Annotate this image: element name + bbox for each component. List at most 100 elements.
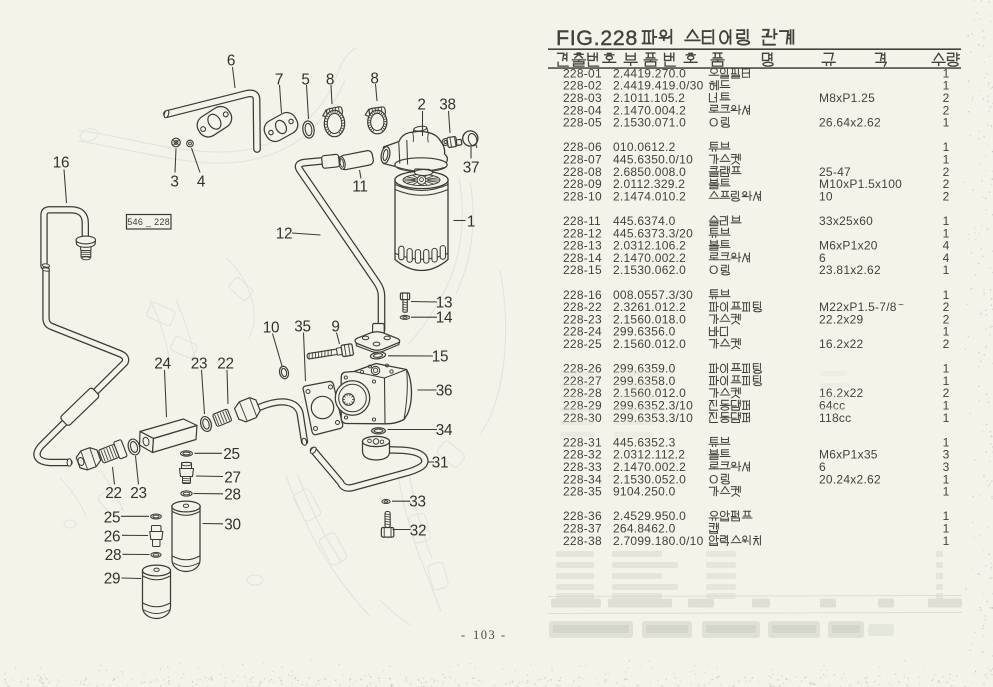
svg-text:25-47: 25-47 [819, 165, 851, 179]
svg-text:13: 13 [436, 294, 453, 311]
svg-text:1: 1 [943, 66, 950, 80]
svg-text:O: O [709, 116, 719, 130]
svg-text:1: 1 [943, 214, 950, 228]
svg-text:25: 25 [104, 509, 121, 526]
svg-text:1: 1 [943, 485, 950, 499]
svg-text:M8xP1.25: M8xP1.25 [819, 91, 875, 105]
svg-text:2.0112.329.2: 2.0112.329.2 [613, 177, 685, 191]
svg-text:28: 28 [224, 486, 241, 503]
svg-text:228-35: 228-35 [563, 485, 602, 499]
svg-text:1: 1 [943, 140, 950, 154]
svg-text:2.1560.018.0: 2.1560.018.0 [613, 312, 686, 326]
svg-text:2: 2 [417, 96, 425, 113]
svg-text:2.3261.012.2: 2.3261.012.2 [613, 300, 686, 314]
svg-text:8: 8 [370, 70, 378, 87]
svg-text:28: 28 [105, 547, 122, 564]
svg-text:228-07: 228-07 [563, 153, 602, 167]
svg-text:228-32: 228-32 [563, 448, 602, 462]
svg-text:15: 15 [432, 348, 449, 365]
svg-text:10: 10 [263, 319, 280, 336]
svg-text:228-13: 228-13 [563, 239, 602, 253]
svg-text:228-34: 228-34 [563, 472, 602, 486]
svg-text:2.1530.052.0: 2.1530.052.0 [613, 472, 686, 486]
svg-text:228-14: 228-14 [563, 251, 602, 265]
svg-text:4: 4 [197, 173, 206, 190]
svg-text:445.6350.0/10: 445.6350.0/10 [613, 153, 693, 167]
svg-text:2: 2 [943, 177, 950, 191]
svg-text:1: 1 [943, 263, 950, 277]
svg-text:36: 36 [436, 382, 453, 399]
svg-text:M6xP1x20: M6xP1x20 [819, 239, 878, 253]
svg-text:1: 1 [943, 435, 950, 449]
svg-text:O: O [709, 263, 719, 277]
svg-text:228-04: 228-04 [563, 103, 602, 117]
svg-text:FIG.228: FIG.228 [556, 26, 638, 50]
svg-text:3: 3 [943, 448, 950, 462]
svg-text:2.4529.950.0: 2.4529.950.0 [613, 509, 686, 523]
svg-text:2.0312.106.2: 2.0312.106.2 [613, 239, 686, 253]
svg-text:14: 14 [436, 309, 453, 326]
svg-text:26.64x2.62: 26.64x2.62 [819, 116, 881, 130]
svg-text:2.1560.012.0: 2.1560.012.0 [613, 337, 686, 351]
svg-text:9104.250.0: 9104.250.0 [613, 485, 676, 499]
svg-text:228-09: 228-09 [563, 177, 602, 191]
svg-text:1: 1 [943, 79, 950, 93]
svg-text:26: 26 [104, 528, 121, 545]
svg-text:37: 37 [463, 159, 480, 176]
svg-text:16.2x22: 16.2x22 [819, 337, 864, 351]
svg-text:12: 12 [276, 225, 293, 242]
svg-text:228-08: 228-08 [563, 165, 602, 179]
svg-text:23: 23 [130, 485, 147, 502]
svg-text:1: 1 [943, 226, 950, 240]
svg-text:1: 1 [943, 472, 950, 486]
svg-text:2: 2 [943, 337, 950, 351]
svg-text:4: 4 [943, 251, 950, 265]
svg-text:2: 2 [943, 91, 950, 105]
svg-text:228-31: 228-31 [563, 435, 602, 449]
svg-text:22.2x29: 22.2x29 [819, 312, 864, 326]
svg-text:228-06: 228-06 [563, 140, 602, 154]
svg-text:16: 16 [53, 154, 70, 171]
svg-text:-: - [461, 628, 465, 642]
svg-text:1: 1 [943, 534, 950, 548]
svg-text:228-11: 228-11 [563, 214, 601, 228]
svg-text:228-10: 228-10 [563, 189, 602, 203]
svg-text:11: 11 [352, 178, 367, 195]
svg-text:228-24: 228-24 [563, 325, 602, 339]
svg-text:228-05: 228-05 [563, 116, 602, 130]
svg-text:299.6356.0: 299.6356.0 [613, 325, 676, 339]
svg-text:2.7099.180.0/10: 2.7099.180.0/10 [613, 534, 704, 548]
svg-text:228-12: 228-12 [563, 226, 602, 240]
svg-text:~: ~ [898, 300, 904, 311]
svg-text:1: 1 [943, 399, 950, 413]
svg-text:008.0557.3/30: 008.0557.3/30 [613, 288, 693, 302]
svg-text:3: 3 [170, 173, 178, 190]
svg-text:6: 6 [819, 251, 826, 265]
svg-text:20.24x2.62: 20.24x2.62 [819, 472, 881, 486]
svg-text:M22xP1.5-7/8: M22xP1.5-7/8 [819, 300, 897, 314]
svg-text:445.6374.0: 445.6374.0 [613, 214, 676, 228]
svg-text:228-15: 228-15 [563, 263, 602, 277]
svg-text:29: 29 [104, 570, 121, 587]
svg-text:2.1470.004.2: 2.1470.004.2 [613, 103, 686, 117]
svg-text:32: 32 [410, 522, 427, 539]
svg-text:2.1530.071.0: 2.1530.071.0 [613, 116, 686, 130]
svg-text:228-03: 228-03 [563, 91, 602, 105]
svg-text:1: 1 [943, 362, 950, 376]
svg-text:228-23: 228-23 [563, 312, 602, 326]
svg-text:2.4419.419.0/30: 2.4419.419.0/30 [613, 79, 704, 93]
svg-text:2: 2 [943, 165, 950, 179]
svg-text:103: 103 [473, 628, 496, 642]
svg-text:445.6373.3/20: 445.6373.3/20 [613, 226, 693, 240]
svg-text:1: 1 [943, 153, 950, 167]
svg-text:2.1011.105.2: 2.1011.105.2 [613, 91, 685, 105]
svg-text:118cc: 118cc [819, 411, 851, 425]
svg-text:6: 6 [227, 52, 235, 69]
svg-text:31: 31 [432, 454, 449, 471]
svg-text:35: 35 [294, 318, 311, 335]
svg-text:27: 27 [224, 469, 241, 486]
svg-text:34: 34 [436, 422, 453, 439]
svg-text:546 _ 228: 546 _ 228 [127, 217, 170, 227]
svg-text:33: 33 [409, 493, 426, 510]
svg-text:5: 5 [301, 71, 309, 88]
